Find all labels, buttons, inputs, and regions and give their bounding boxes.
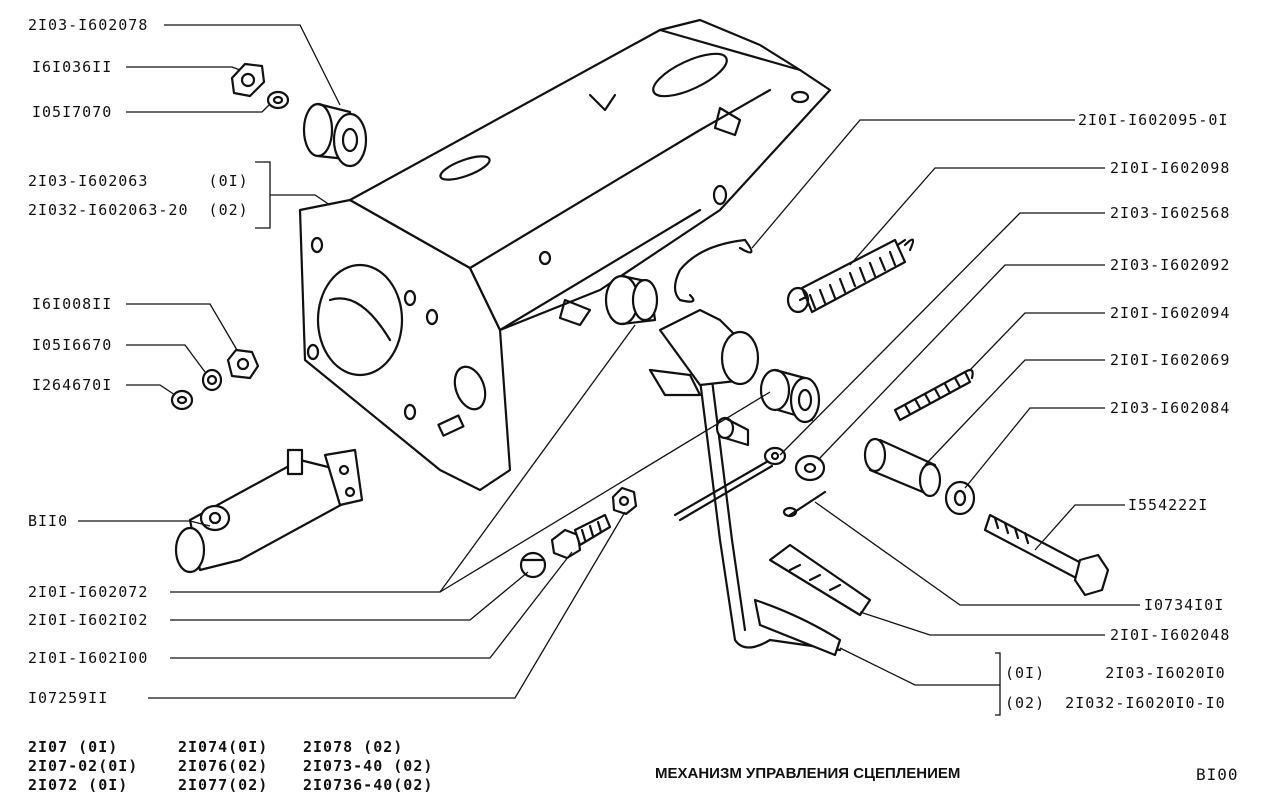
model-row: 2I072 (0I) 2I077(02) 2I0736-40(02)	[28, 776, 433, 795]
pedal-bushing	[604, 274, 659, 326]
leader-BII0	[78, 520, 211, 527]
lock-nut	[611, 486, 638, 516]
part-label-2I0I-I602072: 2I0I-I602072	[28, 583, 149, 601]
leader-2I0I-I602072-b	[439, 391, 771, 593]
model-row: 2I07-02(0I) 2I076(02) 2I073-40 (02)	[28, 757, 433, 776]
top-bushing	[302, 102, 368, 168]
lower-bushing	[759, 368, 821, 424]
part-label-2I0I-I602I00: 2I0I-I602I00	[28, 649, 149, 667]
diagram-title: МЕХАНИЗМ УПРАВЛЕНИЯ СЦЕПЛЕНИЕМ	[655, 765, 961, 782]
pivot-bolt	[983, 513, 1110, 597]
part-label-2I03-I602568: 2I03-I602568	[1110, 204, 1231, 222]
sheet-code: BI00	[1196, 765, 1239, 784]
leader-2I0I-I602I02	[170, 571, 529, 621]
part-label-I6I036II: I6I036II	[32, 58, 113, 76]
sleeve	[863, 437, 942, 498]
washer-mid	[794, 454, 826, 482]
leader-I6I036II	[126, 66, 241, 71]
part-label-2I03-I602063: 2I03-I602063 (0I)	[28, 172, 249, 190]
leader-2I0I-I602095-0I	[751, 119, 1075, 249]
clutch-pedal-arm	[648, 308, 872, 657]
leader-lines	[78, 24, 1140, 716]
leader-2I03-I602078	[164, 24, 341, 106]
model-row: 2I07 (0I) 2I074(0I) 2I078 (02)	[28, 738, 433, 757]
bracket-2I03-I6020I0	[995, 652, 1001, 716]
leader-2I03-I602092	[817, 264, 1105, 461]
part-label-I0734I0I: I0734I0I	[1144, 596, 1225, 614]
part-label-2I0I-I602095-0I: 2I0I-I602095-0I	[1078, 111, 1229, 129]
cotter-pin	[782, 490, 827, 518]
push-rod	[673, 446, 787, 522]
leader-I05I6670	[126, 344, 206, 373]
part-label-BII0: BII0	[28, 512, 69, 530]
retaining-spring-clip	[673, 238, 753, 303]
leader-2I03-I6020I0	[839, 647, 1000, 686]
model-cell: 2I07-02(0I)	[28, 757, 139, 775]
model-cell: 2I0736-40(02)	[303, 776, 434, 794]
part-label-2I0I-I602069: 2I0I-I602069	[1110, 351, 1231, 369]
part-label-2I0I-I602048: 2I0I-I602048	[1110, 626, 1231, 644]
model-cell: 2I078 (02)	[303, 738, 404, 756]
flat-washer	[170, 389, 194, 411]
part-label-2I032-I6020I0-I0: (02) 2I032-I6020I0-I0	[1005, 694, 1226, 712]
leader-2I03-I602568	[779, 212, 1105, 456]
part-label-I07259II: I07259II	[28, 689, 109, 707]
leader-2I0I-I602098	[849, 167, 1105, 266]
leader-2I0I-I602069	[924, 359, 1105, 466]
leader-2I03-I602084	[964, 407, 1105, 489]
spring-washer	[201, 368, 223, 392]
leader-I07259II	[148, 511, 626, 699]
part-label-2I03-I602084: 2I03-I602084	[1110, 399, 1231, 417]
model-cell: 2I073-40 (02)	[303, 757, 434, 775]
top-nut	[230, 62, 266, 98]
model-cell: 2I072 (0I)	[28, 776, 129, 794]
leader-I264670I	[126, 384, 176, 396]
small-spring	[893, 368, 974, 422]
leader-I05I7070	[126, 103, 271, 113]
leader-2I03-I602063	[270, 194, 331, 206]
top-washer	[266, 90, 290, 110]
leader-I0734I0I	[814, 501, 1140, 606]
part-label-2I03-I602092: 2I03-I602092	[1110, 256, 1231, 274]
model-cell: 2I077(02)	[178, 776, 269, 794]
part-label-I05I7070: I05I7070	[32, 103, 113, 121]
leader-2I0I-I602I00	[170, 551, 573, 659]
part-label-I264670I: I264670I	[32, 376, 113, 394]
leader-2I0I-I602048	[859, 611, 1105, 636]
part-label-2I032-I602063-20: 2I032-I602063-20 (02)	[28, 201, 249, 219]
bracket-2I03-I602063	[255, 161, 271, 229]
part-label-2I0I-I602I02: 2I0I-I602I02	[28, 611, 149, 629]
model-cell: 2I076(02)	[178, 757, 269, 775]
part-label-2I03-I6020I0: (0I) 2I03-I6020I0	[1005, 664, 1226, 682]
leader-I6I008II	[126, 303, 238, 351]
model-applicability-table: 2I07 (0I) 2I074(0I) 2I078 (02) 2I07-02(0I)…	[28, 738, 433, 795]
part-label-I554222I: I554222I	[1128, 496, 1209, 514]
leader-I554222I	[1034, 504, 1125, 551]
part-label-2I03-I602078: 2I03-I602078	[28, 16, 149, 34]
pedal-pin	[715, 416, 750, 447]
adjusting-bolt	[550, 513, 612, 560]
model-cell: 2I074(0I)	[178, 738, 269, 756]
left-nut	[226, 348, 260, 380]
part-label-I6I008II: I6I008II	[32, 295, 113, 313]
model-cell: 2I07 (0I)	[28, 738, 119, 756]
pedal-bracket	[298, 18, 832, 492]
part-label-I05I6670: I05I6670	[32, 336, 113, 354]
part-label-2I0I-I602098: 2I0I-I602098	[1110, 159, 1231, 177]
part-label-2I0I-I602094: 2I0I-I602094	[1110, 304, 1231, 322]
master-cylinder	[174, 448, 364, 574]
return-spring	[786, 238, 915, 314]
washer-right	[944, 480, 976, 516]
cap-nut	[519, 551, 547, 579]
leader-2I0I-I602094	[969, 312, 1105, 371]
